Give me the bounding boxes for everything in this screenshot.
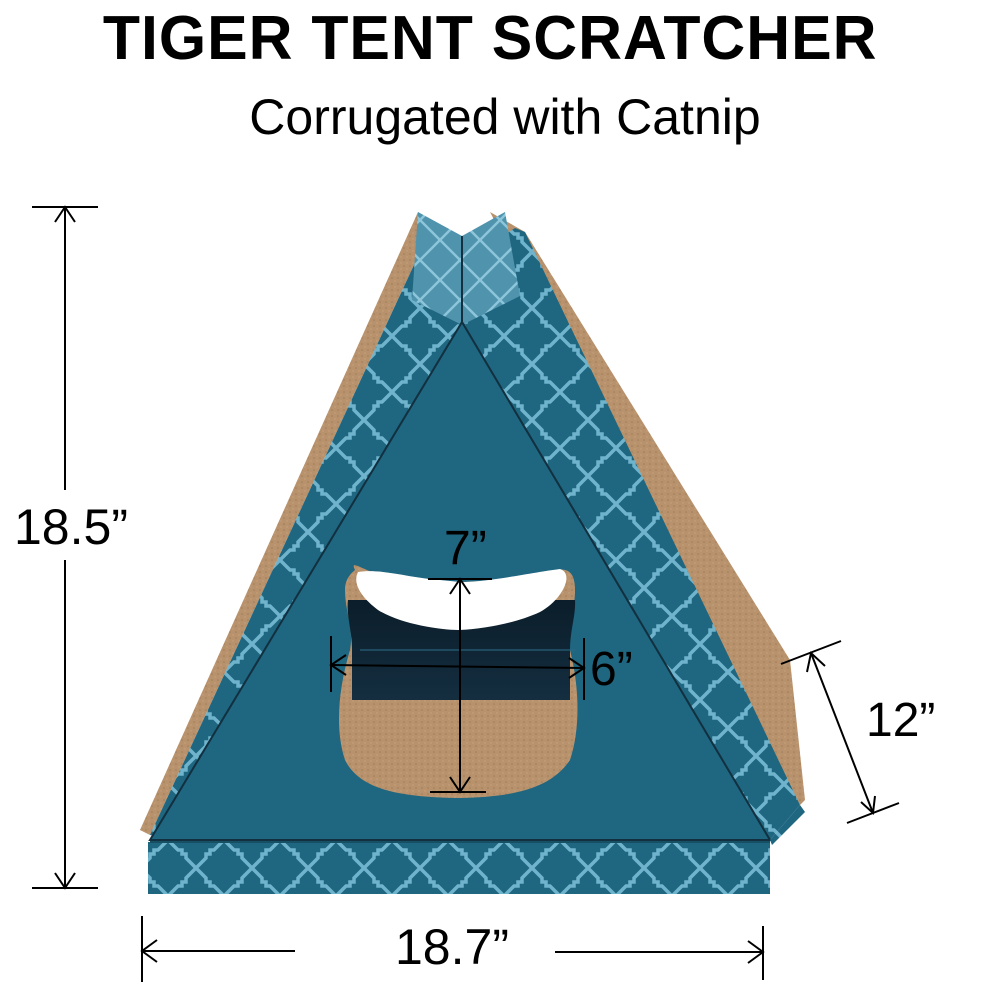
ridge-right-panel [462,212,520,325]
opening-height-label: 7” [444,522,487,575]
opening-width-label: 6” [590,643,633,696]
opening-width-dimension-line [329,636,586,700]
width-label: 18.7” [395,919,509,975]
width-dimension-line [140,916,765,982]
product-subtitle-text: Corrugated with Catnip [249,89,761,145]
right-base-flap [770,805,805,845]
height-dimension-line [32,205,98,890]
depth-dimension-line [780,640,900,824]
base-panel [148,842,770,894]
right-roof-panel [465,228,800,840]
depth-label: 12” [866,694,936,747]
product-title: TIGER TENT SCRATCHER [0,8,1000,70]
ridge-left-panel [412,212,462,325]
height-label: 18.5” [14,499,128,555]
product-subtitle: Corrugated with Catnip [0,92,1000,142]
left-roof-cardboard-edge [140,212,432,835]
opening-top-gap [356,569,567,630]
product-title-text: TIGER TENT SCRATCHER [102,4,878,73]
left-roof-panel [150,226,470,840]
opening-height-dimension-line [428,577,492,794]
